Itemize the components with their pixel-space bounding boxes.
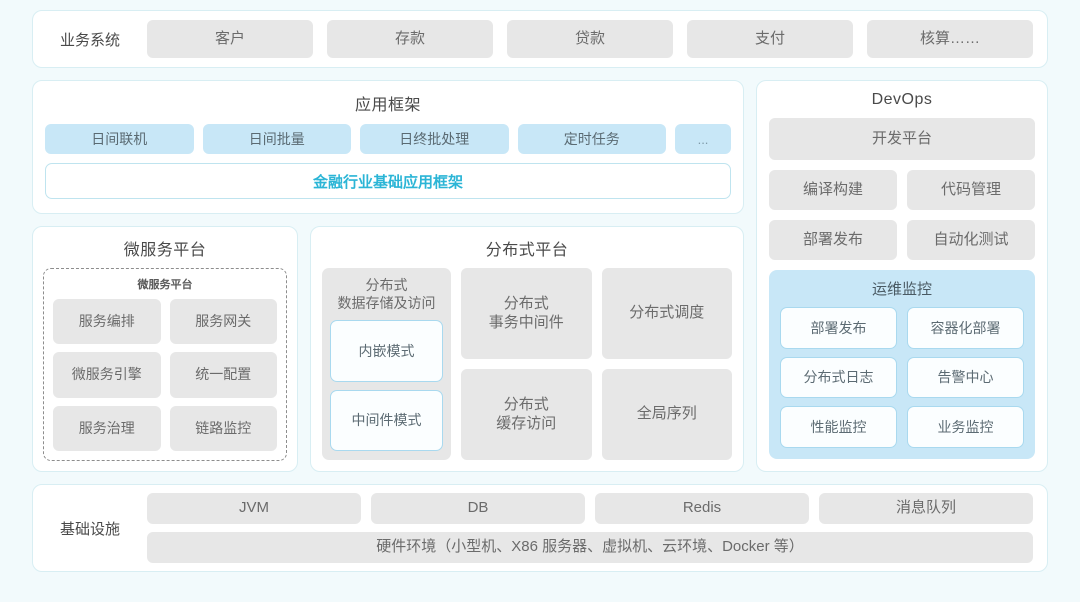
appfw-chip-daytime-online[interactable]: 日间联机 (45, 124, 194, 154)
infrastructure-item-message-queue[interactable]: 消息队列 (819, 493, 1033, 524)
distributed-cell-scheduling[interactable]: 分布式调度 (601, 268, 732, 359)
infrastructure-row: 基础设施 JVM DB Redis 消息队列 硬件环境（小型机、X86 服务器、… (32, 484, 1048, 572)
business-system-deposit[interactable]: 存款 (327, 20, 493, 58)
ops-monitoring-panel: 运维监控 部署发布 容器化部署 分布式日志 告警中心 性能监控 业务监控 (769, 270, 1035, 459)
ops-item-containerized-deploy[interactable]: 容器化部署 (907, 307, 1024, 349)
middle-left-column: 应用框架 日间联机 日间批量 日终批处理 定时任务 ... 金融行业基础应用框架… (32, 80, 744, 472)
distributed-cell-cache-access[interactable]: 分布式缓存访问 (461, 369, 592, 460)
ops-monitoring-grid: 部署发布 容器化部署 分布式日志 告警中心 性能监控 业务监控 (780, 307, 1024, 448)
business-system-loan[interactable]: 贷款 (507, 20, 673, 58)
business-systems-label: 业务系统 (59, 31, 120, 49)
distributed-mode-middleware[interactable]: 中间件模式 (330, 389, 443, 451)
distributed-data-storage-title-line1: 分布式 (365, 277, 408, 293)
distributed-mode-embedded[interactable]: 内嵌模式 (330, 320, 443, 382)
ops-monitoring-title: 运维监控 (871, 281, 932, 298)
devops-items-grid: 编译构建 代码管理 部署发布 自动化测试 (769, 170, 1035, 260)
business-system-customer[interactable]: 客户 (147, 20, 313, 58)
appfw-chip-more[interactable]: ... (675, 124, 731, 154)
ops-item-business-monitor[interactable]: 业务监控 (907, 406, 1024, 448)
infrastructure-label: 基础设施 (59, 520, 120, 538)
appfw-chip-scheduled-task[interactable]: 定时任务 (517, 124, 666, 154)
infrastructure-item-jvm[interactable]: JVM (147, 493, 361, 524)
finance-base-framework-banner: 金融行业基础应用框架 (45, 163, 731, 199)
distributed-platform-panel: 分布式平台 分布式 数据存储及访问 内嵌模式 中间件模式 分布式事务中间件 (310, 226, 744, 472)
application-framework-title: 应用框架 (354, 97, 421, 114)
devops-column: DevOps 开发平台 编译构建 代码管理 部署发布 自动化测试 运维监控 部署… (756, 80, 1048, 472)
distributed-body: 分布式 数据存储及访问 内嵌模式 中间件模式 分布式事务中间件 分布式调度 分布… (322, 268, 732, 460)
ops-item-deploy-release[interactable]: 部署发布 (780, 307, 897, 349)
infrastructure-hardware-environment[interactable]: 硬件环境（小型机、X86 服务器、虚拟机、云环境、Docker 等） (147, 532, 1033, 563)
distributed-platform-title: 分布式平台 (485, 242, 569, 259)
microservice-item-unified-config[interactable]: 统一配置 (169, 352, 277, 398)
infrastructure-stack: JVM DB Redis 消息队列 硬件环境（小型机、X86 服务器、虚拟机、云… (147, 493, 1033, 563)
infrastructure-item-redis[interactable]: Redis (595, 493, 809, 524)
microservice-item-trace-monitor[interactable]: 链路监控 (169, 405, 277, 451)
devops-item-automated-test[interactable]: 自动化测试 (907, 220, 1035, 260)
devops-title: DevOps (871, 91, 933, 108)
devops-item-build[interactable]: 编译构建 (769, 170, 897, 210)
business-system-accounting[interactable]: 核算…… (867, 20, 1033, 58)
microservice-item-orchestration[interactable]: 服务编排 (53, 299, 161, 345)
appfw-chip-eod-batch[interactable]: 日终批处理 (360, 124, 509, 154)
platforms-row: 微服务平台 微服务平台 服务编排 服务网关 微服务引擎 统一配置 服务治理 链路… (32, 226, 744, 472)
business-system-payment[interactable]: 支付 (687, 20, 853, 58)
microservice-inner-title: 微服务平台 (137, 279, 193, 291)
application-framework-chips: 日间联机 日间批量 日终批处理 定时任务 ... (45, 124, 731, 154)
ops-item-alert-center[interactable]: 告警中心 (907, 356, 1024, 399)
distributed-cell-transaction-middleware[interactable]: 分布式事务中间件 (461, 268, 592, 359)
infrastructure-items: JVM DB Redis 消息队列 (147, 493, 1033, 524)
appfw-chip-daytime-batch[interactable]: 日间批量 (202, 124, 351, 154)
ops-item-distributed-log[interactable]: 分布式日志 (780, 356, 897, 399)
microservice-dashed-box: 微服务平台 服务编排 服务网关 微服务引擎 统一配置 服务治理 链路监控 (43, 268, 287, 461)
distributed-data-storage-title-line2: 数据存储及访问 (337, 294, 436, 311)
infrastructure-item-db[interactable]: DB (371, 493, 585, 524)
business-systems-row: 业务系统 客户 存款 贷款 支付 核算…… (32, 10, 1048, 68)
microservice-item-governance[interactable]: 服务治理 (53, 405, 161, 451)
ops-item-performance-monitor[interactable]: 性能监控 (780, 406, 897, 448)
distributed-data-storage-title: 分布式 数据存储及访问 (330, 277, 443, 312)
application-framework-panel: 应用框架 日间联机 日间批量 日终批处理 定时任务 ... 金融行业基础应用框架 (32, 80, 744, 214)
middle-band: 应用框架 日间联机 日间批量 日终批处理 定时任务 ... 金融行业基础应用框架… (32, 80, 1048, 472)
microservice-platform-title: 微服务平台 (123, 242, 207, 259)
devops-item-code-management[interactable]: 代码管理 (907, 170, 1035, 210)
microservice-items-grid: 服务编排 服务网关 微服务引擎 统一配置 服务治理 链路监控 (53, 299, 277, 451)
microservice-item-engine[interactable]: 微服务引擎 (53, 352, 161, 398)
microservice-platform-panel: 微服务平台 微服务平台 服务编排 服务网关 微服务引擎 统一配置 服务治理 链路… (32, 226, 298, 472)
devops-panel: DevOps 开发平台 编译构建 代码管理 部署发布 自动化测试 运维监控 部署… (756, 80, 1048, 472)
devops-dev-platform[interactable]: 开发平台 (769, 118, 1035, 160)
distributed-cells-grid: 分布式事务中间件 分布式调度 分布式缓存访问 全局序列 (461, 268, 732, 460)
distributed-cell-global-sequence[interactable]: 全局序列 (601, 369, 732, 460)
microservice-item-gateway[interactable]: 服务网关 (169, 299, 277, 345)
devops-item-deploy-release[interactable]: 部署发布 (769, 220, 897, 260)
distributed-data-storage-column[interactable]: 分布式 数据存储及访问 内嵌模式 中间件模式 (322, 268, 451, 460)
